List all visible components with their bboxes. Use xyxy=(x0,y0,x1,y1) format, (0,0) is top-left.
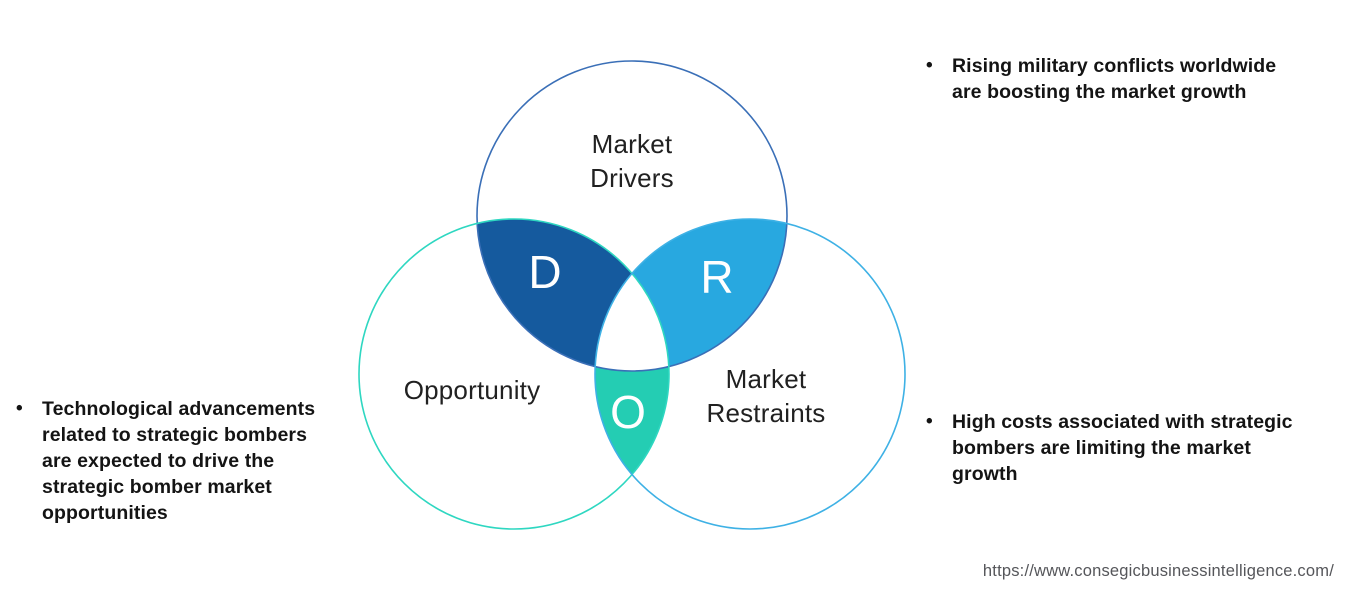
opportunity-bullet-text: Technological advancements related to st… xyxy=(42,398,316,524)
opportunity-bullet: • Technological advancements related to … xyxy=(16,396,346,526)
driver-bullet-text: Rising military conflicts worldwide are … xyxy=(952,55,1277,103)
letter-o: O xyxy=(610,386,646,438)
drivers-label: Market Drivers xyxy=(590,129,674,193)
letter-r: R xyxy=(700,251,734,303)
source-url: https://www.consegicbusinessintelligence… xyxy=(982,562,1334,580)
driver-bullet: • Rising military conflicts worldwide ar… xyxy=(926,53,1326,105)
bullet-marker: • xyxy=(16,398,23,419)
opportunity-label: Opportunity xyxy=(403,375,541,405)
drivers-circle xyxy=(476,60,788,372)
restraints-label: Market Restraints xyxy=(706,364,826,428)
bullet-marker: • xyxy=(926,411,933,432)
restraints-circle xyxy=(594,218,906,530)
drivers-opportunity-overlap xyxy=(477,219,669,371)
restraint-bullet-text: High costs associated with strategic bom… xyxy=(952,411,1293,485)
letter-d: D xyxy=(528,246,562,298)
restraint-bullet: • High costs associated with strategic b… xyxy=(926,409,1326,487)
bullet-marker: • xyxy=(926,55,933,76)
opportunity-circle xyxy=(358,218,670,530)
drivers-restraints-overlap xyxy=(595,219,787,371)
